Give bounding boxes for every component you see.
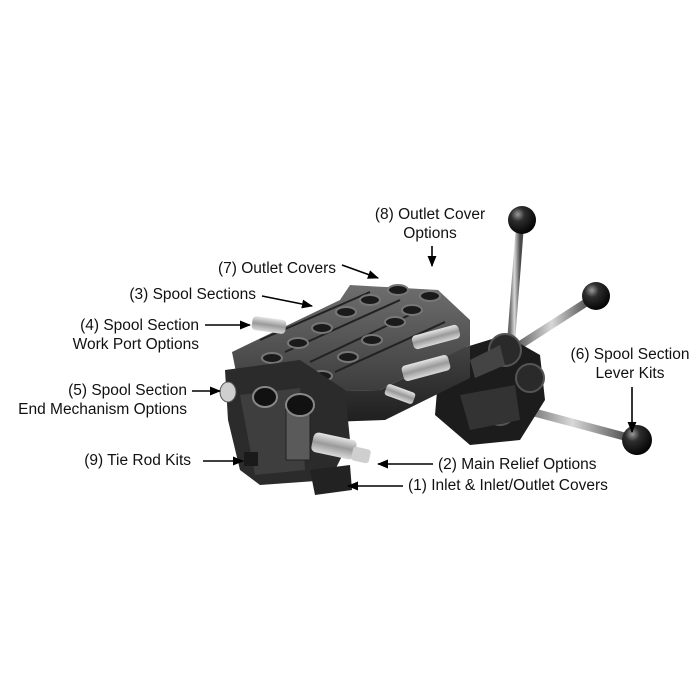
inlet-cover: [225, 360, 352, 495]
label-inlet-covers: (1) Inlet & Inlet/Outlet Covers: [408, 477, 608, 494]
arrow-outlet-covers: [341, 264, 380, 279]
label-outlet-cover-options: (8) Outlet Cover Options: [374, 206, 486, 242]
leader-arrows: [192, 246, 637, 491]
label-spool-sections: (3) Spool Sections: [129, 286, 256, 303]
spool-lever-kits: [506, 206, 652, 455]
label-end-mechanism-options: (5) Spool Section End Mechanism Options: [18, 382, 187, 418]
main-relief-valve: [311, 432, 371, 464]
arrow-spool-sections: [261, 295, 314, 309]
label-lever-kits: (6) Spool Section Lever Kits: [570, 346, 690, 382]
spool-ends: [384, 324, 461, 404]
label-work-port-options: (4) Spool Section Work Port Options: [72, 317, 199, 353]
label-tie-rod-kits: (9) Tie Rod Kits: [84, 452, 191, 469]
label-main-relief-options: (2) Main Relief Options: [438, 456, 597, 473]
label-outlet-covers: (7) Outlet Covers: [217, 260, 336, 277]
valve-assembly: [219, 206, 652, 495]
